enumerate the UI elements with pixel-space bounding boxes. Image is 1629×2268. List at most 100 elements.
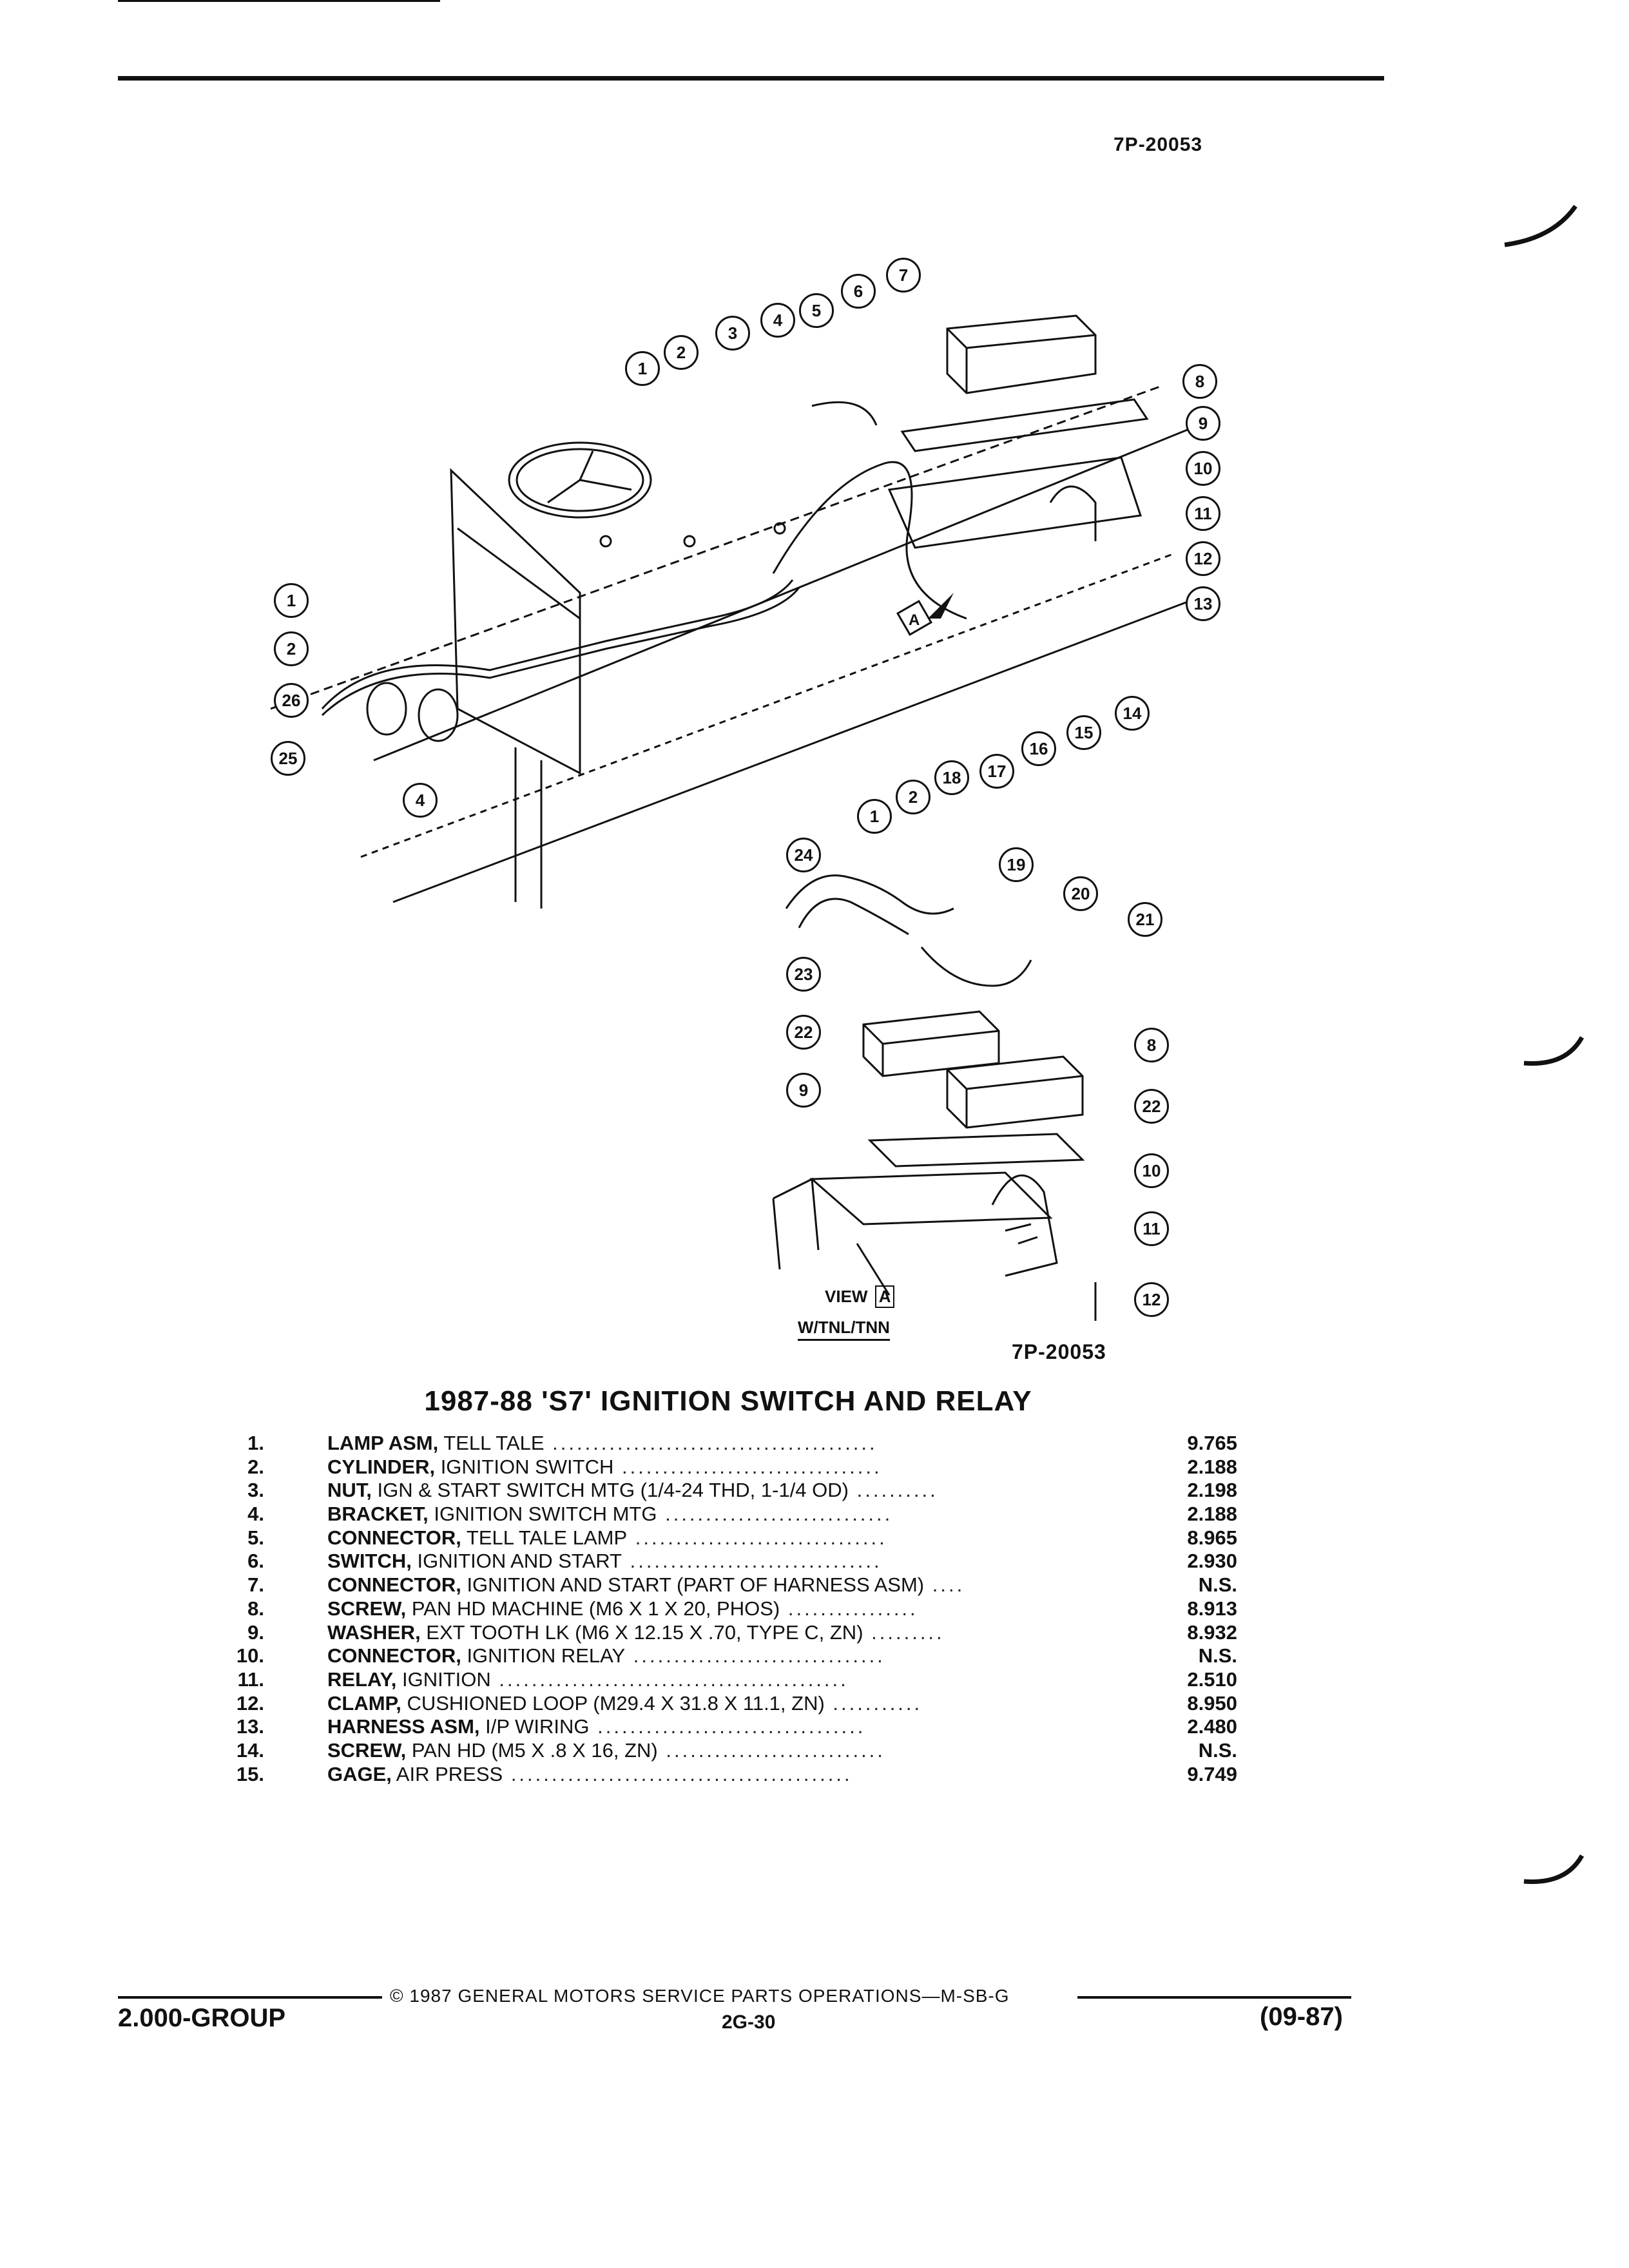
part-number: 13. bbox=[236, 1715, 264, 1738]
part-description: WASHER, EXT TOOTH LK (M6 X 12.15 X .70, … bbox=[327, 1621, 1068, 1645]
part-detail: IGNITION SWITCH bbox=[435, 1455, 614, 1478]
part-leader: ............................... bbox=[625, 1644, 885, 1667]
part-group-value: 2.930 bbox=[1187, 1550, 1237, 1573]
part-description: SCREW, PAN HD MACHINE (M6 X 1 X 20, PHOS… bbox=[327, 1597, 1068, 1621]
list-item: 14.SCREW, PAN HD (M5 X .8 X 16, ZN) ....… bbox=[219, 1739, 1237, 1763]
part-name: HARNESS ASM, bbox=[327, 1715, 480, 1738]
view-label: VIEW A bbox=[825, 1285, 895, 1308]
part-number: 5. bbox=[247, 1526, 264, 1549]
callout-view: 12 bbox=[1134, 1282, 1169, 1317]
list-item: 12.CLAMP, CUSHIONED LOOP (M29.4 X 31.8 X… bbox=[219, 1692, 1237, 1716]
list-item: 5. CONNECTOR, TELL TALE LAMP ............… bbox=[219, 1526, 1237, 1550]
part-detail: TELL TALE LAMP bbox=[461, 1526, 628, 1549]
callout-main: 8 bbox=[1182, 364, 1217, 399]
part-group-value: 2.198 bbox=[1187, 1479, 1237, 1502]
part-detail: IGNITION SWITCH MTG bbox=[428, 1503, 657, 1526]
view-a-battery-illustration bbox=[772, 874, 1097, 1321]
figure-number: 7P-20053 bbox=[1113, 134, 1203, 155]
part-name: WASHER, bbox=[327, 1620, 421, 1644]
view-letter-box: A bbox=[874, 1285, 895, 1308]
list-item: 15.GAGE, AIR PRESS .....................… bbox=[219, 1763, 1237, 1787]
view-caption: W/TNL/TNN bbox=[798, 1318, 890, 1341]
callout-view: 24 bbox=[786, 838, 821, 872]
part-name: CONNECTOR, bbox=[327, 1526, 461, 1549]
page-number: 2G-30 bbox=[722, 2012, 776, 2033]
top-rule bbox=[118, 0, 440, 2]
list-item: 6.SWITCH, IGNITION AND START ...........… bbox=[219, 1550, 1237, 1573]
list-item: 11.RELAY, IGNITION .....................… bbox=[219, 1668, 1237, 1692]
part-description: CONNECTOR, TELL TALE LAMP ..............… bbox=[327, 1526, 1068, 1550]
callout-main: 15 bbox=[1066, 715, 1101, 750]
callout-main: 6 bbox=[841, 274, 876, 309]
callout-view: 22 bbox=[1134, 1089, 1169, 1124]
callout-main: 26 bbox=[274, 683, 309, 718]
callout-view: 9 bbox=[786, 1073, 821, 1108]
list-item: 9. WASHER, EXT TOOTH LK (M6 X 12.15 X .70… bbox=[219, 1621, 1237, 1645]
callout-main: 9 bbox=[1186, 406, 1220, 441]
callout-view: 11 bbox=[1134, 1211, 1169, 1246]
part-detail: IGNITION AND START bbox=[411, 1550, 622, 1573]
part-name: SCREW, bbox=[327, 1597, 407, 1620]
binding-mark-3 bbox=[1523, 1854, 1585, 1884]
callout-view: 22 bbox=[786, 1015, 821, 1050]
part-name: SCREW, bbox=[327, 1738, 407, 1762]
callout-view: 19 bbox=[999, 847, 1034, 882]
part-group-value: 8.913 bbox=[1187, 1597, 1237, 1620]
callout-main: 7 bbox=[886, 258, 921, 293]
part-leader: ............................... bbox=[627, 1526, 887, 1549]
callout-main: 14 bbox=[1115, 696, 1150, 731]
callout-main: 1 bbox=[857, 799, 892, 834]
part-leader: ........................................… bbox=[503, 1762, 853, 1785]
callout-main: 2 bbox=[896, 780, 930, 814]
callout-main: 13 bbox=[1186, 586, 1220, 621]
callout-view: 23 bbox=[786, 957, 821, 992]
callout-main: 18 bbox=[934, 760, 969, 795]
part-name: GAGE, bbox=[327, 1762, 392, 1785]
part-detail: IGNITION RELAY bbox=[461, 1644, 626, 1667]
part-number: 2. bbox=[247, 1455, 264, 1478]
revision-date: (09-87) bbox=[1260, 2003, 1343, 2031]
part-number: 7. bbox=[247, 1573, 264, 1597]
part-group-value: 2.510 bbox=[1187, 1667, 1237, 1691]
part-group-value: 2.188 bbox=[1187, 1503, 1237, 1526]
part-detail: EXT TOOTH LK (M6 X 12.15 X .70, TYPE C, … bbox=[420, 1620, 863, 1644]
binding-mark-2 bbox=[1523, 1036, 1585, 1066]
page-title: 1987-88 'S7' IGNITION SWITCH AND RELAY bbox=[424, 1385, 1032, 1417]
part-description: CYLINDER, IGNITION SWITCH ..............… bbox=[327, 1456, 1068, 1479]
part-name: CLAMP, bbox=[327, 1691, 401, 1715]
part-leader: .......... bbox=[849, 1479, 938, 1502]
list-item: 3.NUT, IGN & START SWITCH MTG (1/4-24 TH… bbox=[219, 1479, 1237, 1503]
part-description: GAGE, AIR PRESS ........................… bbox=[327, 1763, 1068, 1787]
callout-view: 10 bbox=[1134, 1153, 1169, 1188]
copyright: © 1987 GENERAL MOTORS SERVICE PARTS OPER… bbox=[390, 1986, 1010, 2006]
part-group-value: 2.188 bbox=[1187, 1455, 1237, 1478]
footer-rule-right bbox=[1077, 1996, 1351, 1999]
callout-main: 17 bbox=[979, 754, 1014, 789]
callout-main: 1 bbox=[625, 351, 660, 386]
callout-main: 4 bbox=[760, 303, 795, 338]
callout-view: 20 bbox=[1063, 876, 1098, 911]
part-description: LAMP ASM, TELL TALE ....................… bbox=[327, 1432, 1068, 1456]
part-number: 8. bbox=[247, 1597, 264, 1620]
part-number: 12. bbox=[236, 1691, 264, 1715]
ignition-switch-illustration: A bbox=[270, 314, 1212, 908]
part-group-value: N.S. bbox=[1198, 1573, 1237, 1597]
part-detail: IGNITION AND START (PART OF HARNESS ASM) bbox=[461, 1573, 925, 1597]
part-name: CONNECTOR, bbox=[327, 1644, 461, 1667]
part-number: 3. bbox=[247, 1479, 264, 1502]
callout-main: 10 bbox=[1186, 451, 1220, 486]
part-number: 11. bbox=[237, 1667, 264, 1691]
part-number: 10. bbox=[236, 1644, 264, 1667]
part-detail: IGN & START SWITCH MTG (1/4-24 THD, 1-1/… bbox=[371, 1479, 849, 1502]
part-group-value: 8.965 bbox=[1187, 1526, 1237, 1549]
part-number: 9. bbox=[247, 1620, 264, 1644]
part-name: CYLINDER, bbox=[327, 1455, 436, 1478]
callout-view: 8 bbox=[1134, 1028, 1169, 1062]
callout-main: 25 bbox=[271, 741, 305, 776]
part-group-value: N.S. bbox=[1198, 1644, 1237, 1667]
part-leader: ........................................ bbox=[544, 1432, 878, 1454]
part-group-value: 9.765 bbox=[1187, 1432, 1237, 1454]
part-leader: ................................. bbox=[589, 1715, 866, 1738]
binding-mark-1 bbox=[1504, 204, 1577, 247]
part-group-value: N.S. bbox=[1198, 1738, 1237, 1762]
